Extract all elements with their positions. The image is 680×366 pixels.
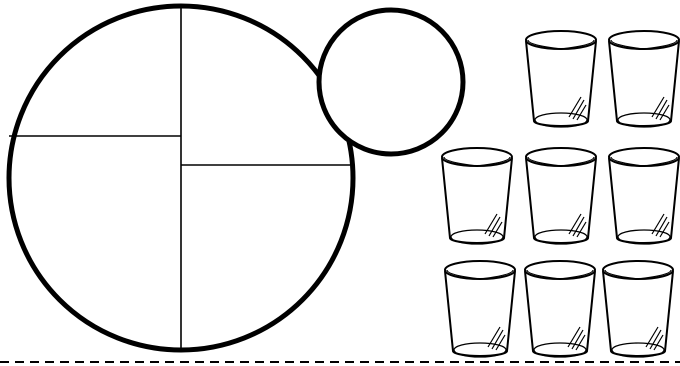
small-circle (319, 10, 463, 154)
cup-row-bottom (445, 261, 673, 357)
glass-cup-icon (525, 261, 595, 357)
cup-row-middle (442, 148, 679, 244)
large-circle-group (9, 6, 353, 350)
glass-cup-icon (603, 261, 673, 357)
glass-cup-icon (442, 148, 512, 244)
glass-cup-icon (526, 31, 596, 127)
glass-cup-icon (445, 261, 515, 357)
glass-cup-icon (526, 148, 596, 244)
glass-cup-icon (609, 31, 679, 127)
cup-row-top (526, 31, 679, 127)
glass-cup-icon (609, 148, 679, 244)
